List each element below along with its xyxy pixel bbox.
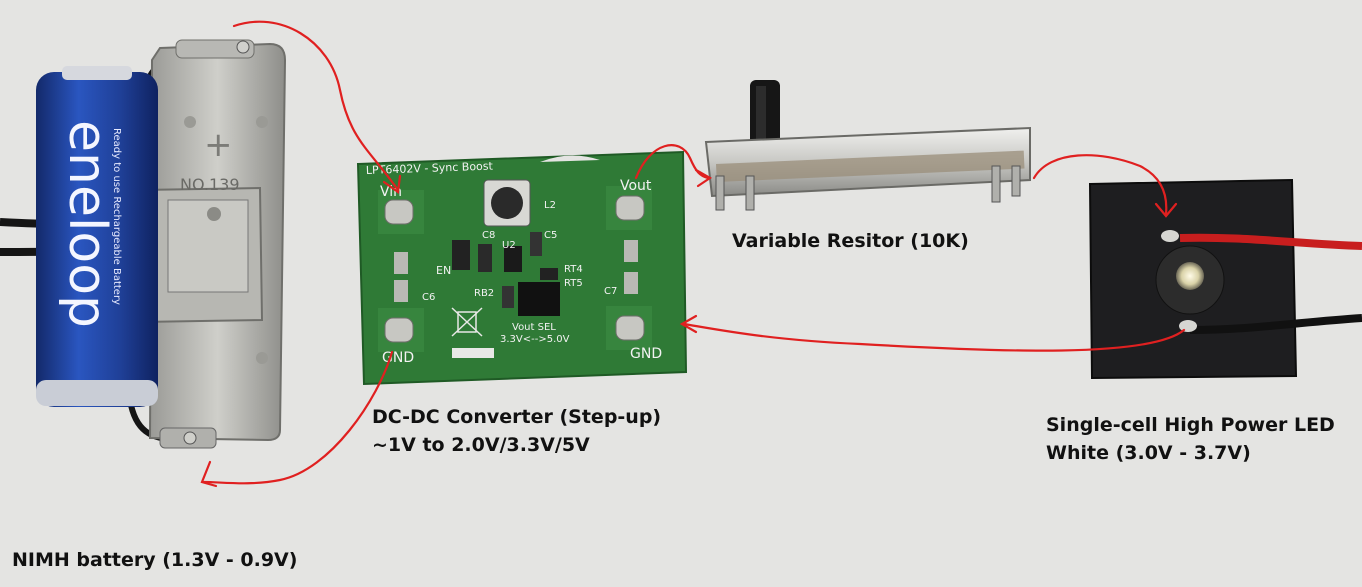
arrow-head-resistor — [694, 168, 713, 188]
comp-label-c5: C5 — [544, 230, 557, 241]
caption-converter-line-2: ~1V to 2.0V/3.3V/5V — [372, 434, 590, 456]
arrow-head-vin — [382, 174, 402, 194]
dc-dc-converter-pcb — [356, 150, 688, 386]
pad-label-gnd-left: GND — [382, 350, 414, 366]
pad-label-en: EN — [436, 264, 451, 277]
caption-led-line-1: Single-cell High Power LED — [1046, 414, 1335, 436]
aa-battery — [36, 66, 158, 407]
arrow-vout-to-resistor — [634, 144, 710, 180]
battery-tagline-text: Ready to use Rechargeable Battery — [111, 128, 122, 305]
slide-potentiometer — [704, 80, 1031, 211]
caption-converter: DC-DC Converter (Step-up) ~1V to 2.0V/3.… — [372, 403, 661, 459]
comp-label-c8: C8 — [482, 230, 495, 241]
holder-plus-mark: + — [204, 125, 233, 165]
vout-sel-range: 3.3V<-->5.0V — [500, 334, 570, 345]
caption-led: Single-cell High Power LED White (3.0V -… — [1046, 411, 1335, 467]
comp-label-c7: C7 — [604, 286, 617, 297]
arrow-resistor-to-led — [1032, 154, 1168, 216]
arrow-battery-to-vin — [232, 20, 400, 192]
vout-sel-title: Vout SEL — [512, 322, 556, 333]
comp-label-rb2: RB2 — [474, 288, 494, 299]
arrow-gnd-to-battery — [202, 350, 394, 485]
caption-led-line-2: White (3.0V - 3.7V) — [1046, 442, 1251, 464]
pad-label-vout: Vout — [620, 178, 652, 194]
battery-holder — [139, 39, 287, 449]
pad-label-gnd-right: GND — [630, 346, 662, 362]
arrow-led-to-gnd — [682, 322, 1186, 352]
led-board — [1088, 178, 1362, 380]
pcb-header-silkscreen: LPT6402V - Sync Boost — [366, 160, 494, 177]
comp-label-rt4: RT4 — [564, 264, 583, 275]
wee-bin-icon — [451, 307, 483, 337]
arrow-head-led — [1154, 202, 1178, 218]
comp-label-rt5: RT5 — [564, 278, 583, 289]
caption-resistor: Variable Resitor (10K) — [732, 230, 969, 252]
arrow-head-gnd — [679, 314, 698, 334]
comp-label-l2: L2 — [544, 200, 556, 211]
caption-converter-line-1: DC-DC Converter (Step-up) — [372, 406, 662, 428]
holder-model-mark: NO.139 — [180, 175, 240, 194]
comp-label-c6: C6 — [422, 292, 435, 303]
comp-label-u2: U2 — [502, 240, 516, 251]
battery-brand-text: eneloop — [57, 120, 117, 328]
connection-arrows — [200, 20, 1186, 488]
caption-battery: NIMH battery (1.3V - 0.9V) — [12, 549, 298, 571]
arrow-head-battery — [200, 460, 218, 488]
